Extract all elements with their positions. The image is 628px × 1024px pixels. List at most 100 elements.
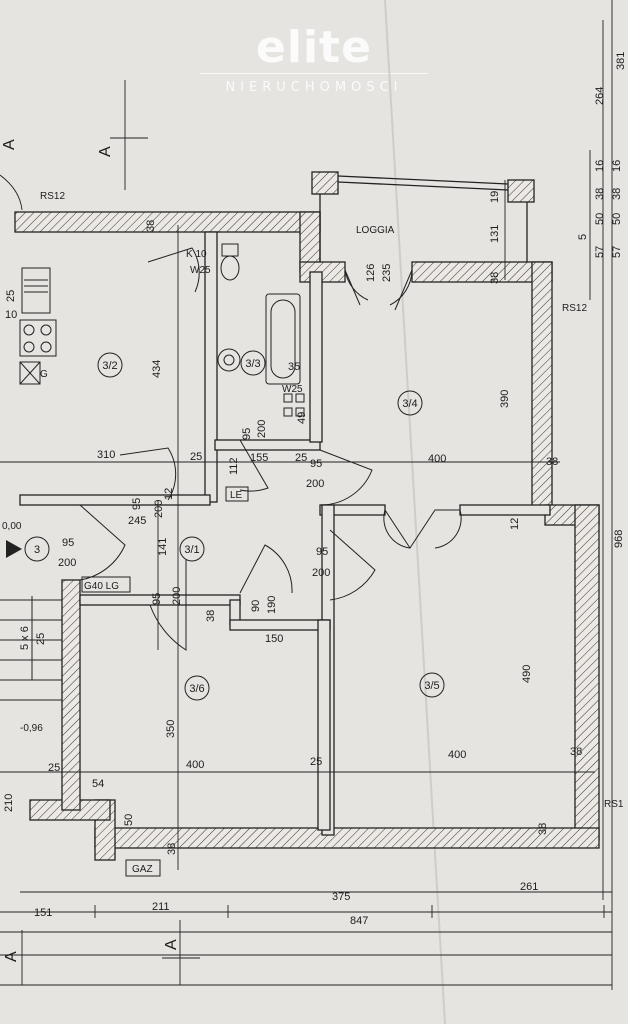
dim-54: 54 xyxy=(92,778,104,790)
dim-90: 90 xyxy=(250,600,262,612)
level-m096: -0,96 xyxy=(20,723,43,734)
dim-200f: 200 xyxy=(171,587,183,605)
dim-38c: 38 xyxy=(546,456,558,468)
watermark-subtitle: NIERUCHOMOSCI xyxy=(225,80,403,95)
dim-150: 150 xyxy=(265,633,283,645)
dim-490: 490 xyxy=(521,665,533,683)
label-rs1: RS1 xyxy=(604,799,624,810)
dim-38a: 38 xyxy=(145,220,157,232)
dim-264: 264 xyxy=(594,87,606,105)
dim-38e: 38 xyxy=(570,746,582,758)
room-label-3-4: 3/4 xyxy=(402,398,417,410)
dim-25f: 25 xyxy=(35,633,47,645)
dim-57b: 57 xyxy=(611,246,623,258)
dim-57a: 57 xyxy=(594,246,606,258)
dim-190: 190 xyxy=(266,596,278,614)
dim-200b: 200 xyxy=(256,420,268,438)
dim-5x6: 5 x 6 xyxy=(19,626,31,650)
dim-211: 211 xyxy=(152,901,170,913)
dim-210: 210 xyxy=(3,794,15,812)
dim-131: 131 xyxy=(489,225,501,243)
g40lg-box xyxy=(81,576,131,593)
dim-50: 50 xyxy=(123,814,135,826)
label-rs12-right: RS12 xyxy=(562,303,587,314)
dimension-lines xyxy=(0,0,613,990)
dim-434: 434 xyxy=(151,360,163,378)
kitchen-fixtures xyxy=(19,267,57,385)
dim-200a: 200 xyxy=(153,500,165,518)
dim-50c: 50 xyxy=(611,213,623,225)
dim-25a: 25 xyxy=(190,451,202,463)
dim-10: 10 xyxy=(5,309,17,321)
section-a-top: A xyxy=(97,146,114,157)
dim-200c: 200 xyxy=(306,478,324,490)
dimension-values: 38 434 310 25 95 200 112 245 200 95 155 … xyxy=(3,52,627,927)
dim-38g: 38 xyxy=(537,823,549,835)
dim-95b: 95 xyxy=(241,428,253,440)
interior-walls xyxy=(19,231,551,836)
dim-25c: 25 xyxy=(310,756,322,768)
dim-381: 381 xyxy=(615,52,627,70)
label-w25-bath: W25 xyxy=(282,384,303,395)
dim-400c: 400 xyxy=(448,749,466,761)
watermark-logo: elite xyxy=(256,22,372,73)
dim-151: 151 xyxy=(34,907,52,919)
dim-35: 35 xyxy=(288,361,300,373)
dim-95c: 95 xyxy=(310,458,322,470)
dim-12b: 12 xyxy=(163,488,175,500)
dim-200d: 200 xyxy=(312,567,330,579)
label-gaz: GAZ xyxy=(132,864,153,875)
dim-95f: 95 xyxy=(151,593,163,605)
dim-112: 112 xyxy=(228,457,240,475)
section-a-top-left: A xyxy=(1,139,18,150)
dim-25b: 25 xyxy=(295,452,307,464)
staircase xyxy=(0,596,62,701)
dim-12: 12 xyxy=(509,518,521,530)
dim-200e: 200 xyxy=(58,557,76,569)
dim-95e: 95 xyxy=(62,537,74,549)
watermark-divider xyxy=(200,73,428,74)
dim-141: 141 xyxy=(157,538,169,556)
room-label-3-2: 3/2 xyxy=(102,360,117,372)
dim-38h: 38 xyxy=(594,188,606,200)
dim-38b: 38 xyxy=(489,272,501,284)
room-label-3-3: 3/3 xyxy=(245,358,260,370)
dim-968: 968 xyxy=(613,530,625,548)
entry-arrow-icon xyxy=(6,540,22,558)
dim-38d: 38 xyxy=(205,610,217,622)
label-g: G xyxy=(40,369,48,380)
label-le: LE xyxy=(230,490,243,501)
dim-375: 375 xyxy=(332,891,350,903)
dim-25e: 25 xyxy=(5,290,17,302)
loggia xyxy=(311,171,535,262)
dim-400b: 400 xyxy=(186,759,204,771)
label-w25: W25 xyxy=(190,265,211,276)
label-k10: K 10 xyxy=(186,249,207,260)
dim-310: 310 xyxy=(97,449,115,461)
room-label-3-5: 3/5 xyxy=(424,680,439,692)
exterior-walls xyxy=(14,211,600,861)
le-box xyxy=(225,486,249,502)
dim-19: 19 xyxy=(489,191,501,203)
room-label-3-1: 3/1 xyxy=(184,544,199,556)
label-g40lg: G40 LG xyxy=(84,581,119,592)
dim-126: 126 xyxy=(365,264,377,282)
dim-350: 350 xyxy=(165,720,177,738)
gaz-box xyxy=(125,859,161,877)
section-a-bottom: A xyxy=(163,939,180,950)
dim-16b: 16 xyxy=(611,160,623,172)
bathroom-fixtures xyxy=(217,243,305,417)
paper-crease xyxy=(384,0,446,1024)
label-loggia: LOGGIA xyxy=(356,225,395,236)
doors xyxy=(79,247,462,651)
dim-5: 5 xyxy=(577,234,589,240)
level-000: 0,00 xyxy=(2,521,22,532)
room-markers xyxy=(24,350,445,701)
dim-25d: 25 xyxy=(48,762,60,774)
section-a-bottom-left: A xyxy=(3,951,20,962)
dim-245: 245 xyxy=(128,515,146,527)
label-rs12-top: RS12 xyxy=(40,191,65,202)
dim-16a: 16 xyxy=(594,160,606,172)
dim-390: 390 xyxy=(499,390,511,408)
dim-400a: 400 xyxy=(428,453,446,465)
